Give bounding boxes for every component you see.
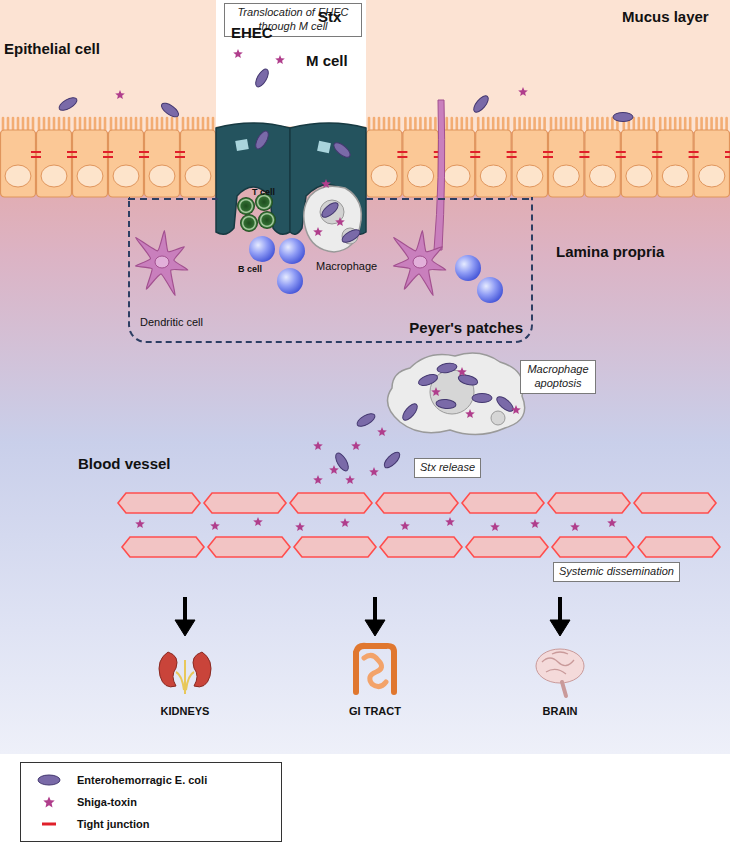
legend-row: Shiga-toxin [31,791,271,813]
layer-label: Mucus layer [622,8,709,25]
legend-box: Enterohemorragic E. coliShiga-toxinTight… [20,762,282,842]
legend-swatch [31,794,67,810]
step-text: Systemic dissemination [559,565,674,579]
toxins [115,27,617,531]
cell-label: Dendritic cell [140,316,203,328]
step-label: Stx release [414,458,481,478]
legend-text: Shiga-toxin [77,796,137,808]
legend-swatch [31,772,67,788]
step-label: Systemic dissemination [553,562,680,582]
b-cells [249,236,503,303]
brain-icon [536,649,584,696]
cell-label: M cell [306,52,348,69]
cell-label: Epithelial cell [4,40,100,57]
t-cells [237,193,276,232]
kidneys-icon [159,652,211,694]
step-label: Macrophage apoptosis [520,360,596,394]
blood-vessel [118,493,720,557]
region-title: Peyer's patches [409,319,523,336]
patch-border [128,198,218,200]
bacteria-label: EHEC [231,24,273,41]
legend-text: Enterohemorragic E. coli [77,774,207,786]
legend-swatch [31,816,67,832]
cell-label: T cell [252,187,275,197]
m-cell [216,123,290,234]
apoptotic-macrophage [388,353,525,434]
step-text: Stx release [420,461,475,475]
lumen-gap [216,0,366,126]
legend-row: Enterohemorragic E. coli [31,769,271,791]
patch-border [366,198,533,200]
m-cell-vesicle [235,139,249,151]
m-cell-vesicle [317,141,331,153]
legend-row: Tight junction [31,813,271,835]
toxin-label: Stx [318,8,341,25]
cell-label: B cell [238,264,262,274]
legend-text: Tight junction [77,818,150,830]
bacteria [57,67,633,473]
vacuole [491,411,505,425]
organ-label: BRAIN [543,705,578,717]
gi-tract-icon [356,646,394,692]
mucus-layer [0,0,730,132]
step-text: Macrophage apoptosis [526,363,590,391]
layer-label: Lamina propria [556,243,664,260]
organ-label: KIDNEYS [161,705,210,717]
dissemination-arrows [175,597,570,636]
dendritic-cells [135,100,445,296]
vessel-label: Blood vessel [78,455,171,472]
organ-label: GI TRACT [349,705,401,717]
cell-label: Macrophage [316,260,377,272]
